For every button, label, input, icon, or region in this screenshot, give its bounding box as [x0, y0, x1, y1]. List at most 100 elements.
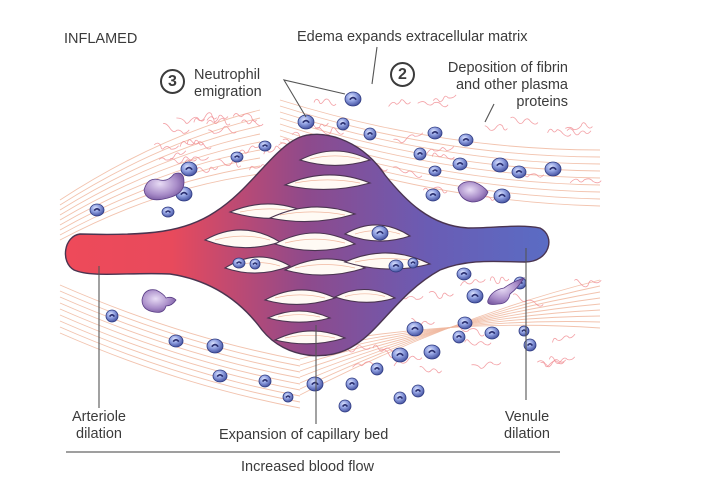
- fibrin-strand: [392, 166, 423, 178]
- neutrophil-cell-icon: [388, 259, 404, 273]
- arteriole-dilation-label: Arteriole dilation: [66, 409, 132, 443]
- fibrin-deposition-label: Deposition of fibrin and other plasma pr…: [448, 60, 568, 111]
- neutrophil-cell-icon: [413, 147, 427, 161]
- neutrophil-cell-icon: [161, 206, 175, 218]
- fibrin-strand: [423, 186, 448, 194]
- neutrophil-cell-icon: [452, 330, 466, 344]
- fibrin-strand: [574, 278, 602, 288]
- fibrin-strand: [426, 146, 455, 155]
- island-fiber: [294, 179, 361, 184]
- island-fiber: [274, 294, 326, 299]
- fibrin-line-3: proteins: [516, 94, 568, 110]
- neutrophil-cell-icon: [232, 257, 246, 269]
- collagen-fiber: [59, 284, 301, 361]
- arteriole-line-1: Arteriole: [72, 409, 126, 425]
- collagen-fiber: [59, 302, 301, 379]
- neutrophil-cell-icon: [180, 161, 198, 177]
- capillary-expansion-label: Expansion of capillary bed: [219, 427, 389, 443]
- neutrophil-cell-icon: [370, 362, 384, 376]
- fibrin-strand: [510, 116, 539, 125]
- neutrophil-cell-icon: [105, 309, 119, 323]
- edema-leader: [371, 46, 378, 85]
- fibrin-strand: [158, 150, 187, 161]
- neutrophil-cell-icon: [371, 225, 389, 241]
- macrophage-cell-icon: [141, 289, 177, 313]
- fibrin-line-1: Deposition of fibrin: [447, 60, 568, 76]
- collagen-fiber: [279, 105, 601, 158]
- fibrin-leader: [484, 103, 495, 123]
- neutrophil-cell-icon: [338, 399, 352, 413]
- fibrin-strand: [184, 156, 209, 165]
- neutrophil-cell-icon: [544, 161, 562, 177]
- fibrin-line-2: and other plasma: [455, 77, 568, 93]
- fibrin-strand: [512, 293, 544, 307]
- collagen-fiber: [59, 133, 261, 216]
- fibrin-strand: [484, 124, 508, 131]
- neutrophil-cell-icon: [523, 338, 537, 352]
- panel-title: INFLAMED: [64, 31, 138, 47]
- fibrin-strand: [163, 123, 190, 134]
- fibrin-strand: [170, 156, 197, 164]
- step-2-marker: 2: [390, 62, 415, 87]
- neutrophil-cell-icon: [258, 374, 272, 388]
- fibrin-strand: [208, 125, 237, 134]
- collagen-fiber: [59, 326, 301, 403]
- capillary-islands: [203, 150, 432, 345]
- neutrophil-cell-icon: [411, 384, 425, 398]
- island-fiber: [294, 264, 356, 269]
- venule-dilation-label: Venule dilation: [496, 409, 558, 443]
- capillary-island: [273, 330, 347, 345]
- island-fiber: [214, 235, 271, 241]
- capillary-island: [263, 289, 337, 305]
- capillary-island: [283, 174, 372, 190]
- neutrophil-cell-icon: [391, 347, 409, 363]
- fibrin-strand: [154, 142, 179, 150]
- neutrophil-line-2: emigration: [194, 84, 262, 100]
- fibrin-strand: [419, 366, 442, 374]
- cells-layer: [89, 91, 562, 413]
- fibrin-strand: [552, 333, 576, 343]
- island-fiber: [284, 238, 346, 244]
- neutrophil-cell-icon: [168, 334, 184, 348]
- neutrophil-cell-icon: [306, 376, 324, 392]
- neutrophil-leader: [282, 79, 346, 118]
- neutrophil-cell-icon: [511, 165, 527, 179]
- capillary-island: [266, 310, 332, 323]
- capillary-island: [273, 232, 357, 252]
- fibrin-strand: [549, 356, 576, 365]
- fibrin-strand: [540, 359, 567, 368]
- venule-line-2: dilation: [504, 426, 550, 442]
- neutrophil-cell-icon: [518, 325, 530, 337]
- neutrophil-cell-icon: [452, 157, 468, 171]
- neutrophil-cell-icon: [230, 151, 244, 163]
- fibrin-strand: [464, 339, 492, 346]
- fibrin-strand: [431, 152, 455, 160]
- fibrin-strand: [194, 166, 219, 173]
- capillary-island: [268, 206, 357, 223]
- fibrin-strand: [428, 291, 454, 299]
- fibrin-strand: [313, 98, 337, 106]
- neutrophil-cell-icon: [206, 338, 224, 354]
- neutrophil-cell-icon: [466, 288, 484, 304]
- venule-line-1: Venule: [504, 409, 550, 425]
- fibrin-strand: [206, 114, 229, 125]
- collagen-fiber: [59, 117, 261, 206]
- capillary-island: [298, 150, 372, 166]
- fibrin-strand: [566, 128, 592, 136]
- fibrin-strand: [417, 101, 449, 108]
- edema-label: Edema expands extracellular matrix: [297, 29, 528, 45]
- neutrophil-cell-icon: [425, 188, 441, 202]
- leader-lines: [98, 46, 527, 424]
- collagen-fiber: [59, 332, 301, 409]
- neutrophil-cell-icon: [406, 321, 424, 337]
- neutrophil-cell-icon: [344, 91, 362, 107]
- neutrophil-cell-icon: [456, 267, 472, 281]
- neutrophil-cell-icon: [493, 188, 511, 204]
- macrophage-cell-icon: [457, 181, 489, 203]
- neutrophil-cell-icon: [363, 127, 377, 141]
- neutrophil-cell-icon: [484, 326, 500, 340]
- island-fiber: [277, 314, 321, 318]
- arteriole-line-2: dilation: [76, 426, 122, 442]
